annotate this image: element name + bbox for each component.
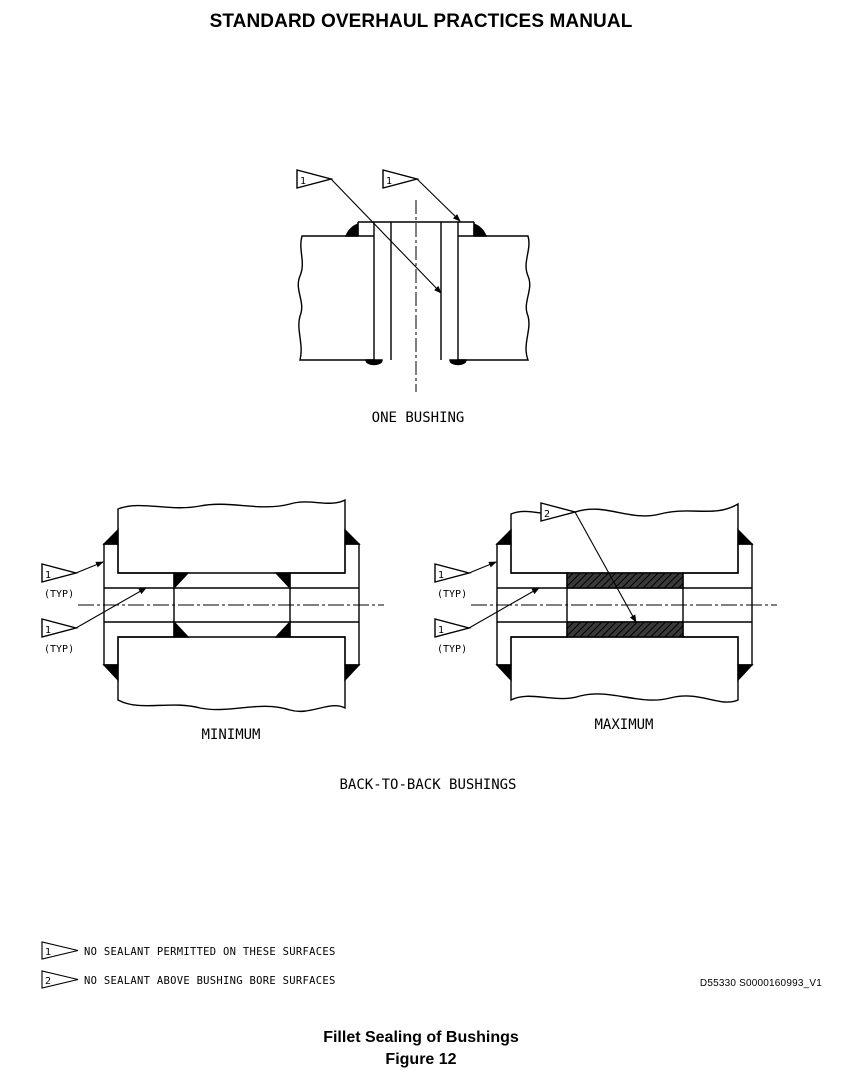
maximum-callout-flag-3: [540, 502, 578, 522]
minimum-typ-label-1: (TYP): [44, 589, 74, 600]
maximum-sealant-zone-top: [566, 572, 684, 589]
maximum-label: MAXIMUM: [594, 717, 653, 733]
maximum-sealant-zone-bottom: [566, 621, 684, 638]
one-bushing-fillet-left: [344, 222, 359, 237]
maximum-top-plate: [510, 502, 739, 574]
minimum-callout-number-2: 1: [45, 625, 51, 636]
maximum-fillet-top-left: [495, 528, 512, 545]
one-bushing-fillet-right: [473, 222, 488, 237]
minimum-top-plate: [117, 498, 346, 574]
maximum-fillet-top-right: [737, 528, 754, 545]
legend-flag-2: [41, 970, 79, 989]
legend: [41, 941, 79, 989]
minimum-inner-fillet-tr: [274, 572, 291, 590]
drawing-id: D55330 S0000160993_V1: [699, 978, 822, 989]
maximum-callout-number-2: 1: [438, 625, 444, 636]
legend-flag-1: [41, 941, 79, 960]
minimum-bottom-plate: [117, 636, 346, 713]
one-bushing-callout-number-2: 1: [386, 176, 392, 187]
one-bushing-left-plate: [297, 235, 374, 361]
legend-text-2: NO SEALANT ABOVE BUSHING BORE SURFACES: [84, 975, 336, 987]
one-bushing-callout-flag-2: [382, 169, 420, 189]
minimum-inner-fillet-tl: [173, 572, 190, 590]
legend-number-1: 1: [45, 947, 51, 958]
legend-number-2: 2: [45, 976, 51, 987]
one-bushing-view: [296, 169, 531, 392]
minimum-callout-flag-1: [41, 563, 79, 583]
maximum-callout-flag-1: [434, 563, 472, 583]
maximum-callout-number-3: 2: [544, 509, 550, 520]
page-header-title: STANDARD OVERHAUL PRACTICES MANUAL: [209, 11, 633, 32]
minimum-label: MINIMUM: [201, 727, 260, 743]
figure-caption-number: Figure 12: [385, 1051, 457, 1068]
one-bushing-callout-number-1: 1: [300, 176, 306, 187]
minimum-fillet-bottom-left: [102, 664, 119, 682]
maximum-fillet-bottom-right: [737, 664, 754, 682]
one-bushing-callout-flag-1: [296, 169, 334, 189]
back-to-back-label: BACK-TO-BACK BUSHINGS: [339, 777, 516, 793]
one-bushing-bottom-seal-right: [449, 359, 467, 366]
maximum-bottom-plate: [510, 636, 739, 703]
minimum-callout-flag-2: [41, 618, 79, 638]
maximum-typ-label-1: (TYP): [437, 589, 467, 600]
minimum-view: [41, 498, 384, 713]
minimum-fillet-top-right: [344, 528, 361, 545]
maximum-callout-flag-2: [434, 618, 472, 638]
minimum-fillet-bottom-right: [344, 664, 361, 682]
maximum-callout-number-1: 1: [438, 570, 444, 581]
maximum-fillet-bottom-left: [495, 664, 512, 682]
minimum-inner-fillet-br: [274, 620, 291, 638]
minimum-typ-label-2: (TYP): [44, 644, 74, 655]
minimum-callout-number-1: 1: [45, 570, 51, 581]
minimum-inner-fillet-bl: [173, 620, 190, 638]
one-bushing-label: ONE BUSHING: [372, 410, 465, 426]
legend-text-1: NO SEALANT PERMITTED ON THESE SURFACES: [84, 946, 336, 958]
figure-caption-title: Fillet Sealing of Bushings: [323, 1029, 519, 1046]
one-bushing-bottom-seal-left: [365, 359, 383, 366]
maximum-typ-label-2: (TYP): [437, 644, 467, 655]
minimum-fillet-top-left: [102, 528, 119, 545]
one-bushing-right-plate: [458, 235, 531, 361]
maximum-view: [434, 502, 777, 703]
